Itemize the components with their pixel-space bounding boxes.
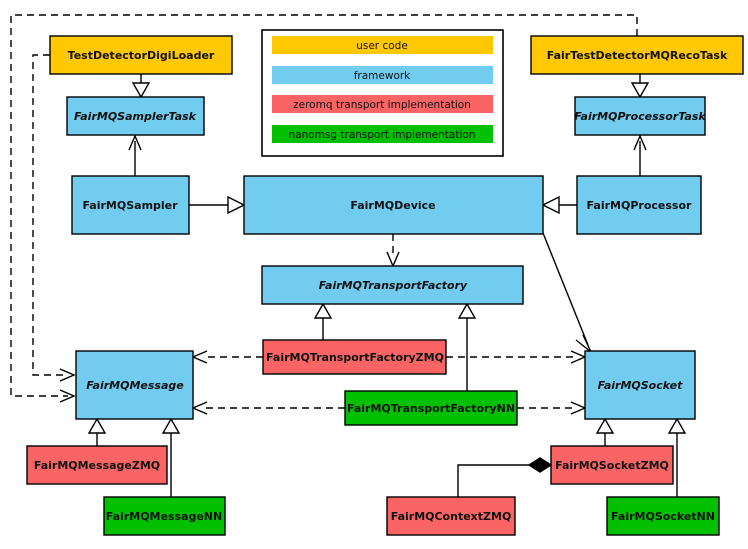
- node-box[interactable]: [262, 339, 447, 375]
- node-label-fairtestdetectormqrecotask: FairTestDetectorMQRecoTask: [547, 49, 728, 62]
- arrowhead-sampler-samplertask: [128, 134, 142, 151]
- triangle-factoryzmq-factory: [313, 302, 333, 319]
- legend-swatch-nanomsg: [272, 125, 493, 143]
- node-label-testdetectordigiloader: TestDetectorDigiLoader: [68, 49, 215, 62]
- node-box[interactable]: [49, 35, 233, 75]
- node-box[interactable]: [75, 350, 194, 420]
- triangle-socketnn-socket: [667, 417, 687, 434]
- arrowhead-digiloader-to-message: [59, 368, 76, 382]
- node-label-fairmqprocessor: FairMQProcessor: [587, 199, 692, 212]
- node-box[interactable]: [606, 496, 720, 536]
- node-label-fairmqcontextzmq: FairMQContextZMQ: [391, 510, 512, 523]
- arrowhead-recotask-to-message: [59, 389, 76, 403]
- legend: user code framework zeromq transport imp…: [261, 29, 504, 157]
- node-label-fairmqtransportfactory: FairMQTransportFactory: [319, 279, 468, 292]
- edge-device-socket: [542, 232, 589, 346]
- node-label-fairmqmessagenn: FairMQMessageNN: [106, 510, 222, 523]
- node-box[interactable]: [550, 445, 674, 485]
- node-FairMQSocket[interactable]: FairMQSocket: [584, 350, 696, 420]
- triangle-samplertask-digiloader: [131, 82, 151, 99]
- node-box[interactable]: [261, 265, 524, 305]
- node-FairMQTransportFactory[interactable]: FairMQTransportFactory: [261, 265, 524, 305]
- node-FairMQDevice[interactable]: FairMQDevice: [243, 175, 544, 235]
- node-label-fairmqmessage: FairMQMessage: [86, 379, 184, 392]
- node-label-fairmqmessagezmq: FairMQMessageZMQ: [34, 459, 160, 472]
- node-box[interactable]: [103, 496, 226, 536]
- node-label-fairmqsamplertask: FairMQSamplerTask: [74, 110, 197, 123]
- triangle-messagenn-message: [161, 417, 181, 434]
- node-FairMQContextZMQ[interactable]: FairMQContextZMQ: [386, 496, 516, 536]
- node-FairMQSocketNN[interactable]: FairMQSocketNN: [606, 496, 720, 536]
- node-FairMQTransportFactoryZMQ[interactable]: FairMQTransportFactoryZMQ: [262, 339, 447, 375]
- node-box[interactable]: [344, 390, 518, 426]
- arrowhead-processor-processortask: [633, 134, 647, 151]
- node-FairMQProcessorTask[interactable]: FairMQProcessorTask: [574, 96, 706, 136]
- node-label-fairmqsocket: FairMQSocket: [598, 379, 684, 392]
- triangle-processor-device: [541, 195, 560, 215]
- node-label-fairmqsocketnn: FairMQSocketNN: [611, 510, 715, 523]
- node-box[interactable]: [71, 175, 190, 235]
- edge-digiloader-to-message: [32, 54, 68, 376]
- legend-swatch-user-code: [272, 36, 493, 54]
- node-FairMQSocketZMQ[interactable]: FairMQSocketZMQ: [550, 445, 674, 485]
- edge-socketzmq-contextzmq: [457, 464, 534, 497]
- node-label-fairmqtransportfactorynn: FairMQTransportFactoryNN: [347, 402, 515, 415]
- node-box[interactable]: [386, 496, 516, 536]
- legend-label-framework: framework: [354, 70, 411, 82]
- triangle-factorynn-factory: [457, 302, 477, 319]
- triangle-sampler-device: [227, 195, 246, 215]
- node-FairMQMessageNN[interactable]: FairMQMessageNN: [103, 496, 226, 536]
- node-FairMQMessageZMQ[interactable]: FairMQMessageZMQ: [26, 445, 168, 485]
- node-FairMQProcessor[interactable]: FairMQProcessor: [576, 175, 702, 235]
- node-box[interactable]: [243, 175, 544, 235]
- triangle-socketzmq-socket: [595, 417, 615, 434]
- legend-swatch-zeromq: [272, 95, 493, 113]
- node-FairMQMessage[interactable]: FairMQMessage: [75, 350, 194, 420]
- node-box[interactable]: [66, 96, 205, 136]
- legend-label-zeromq: zeromq transport implementation: [293, 99, 471, 111]
- node-box[interactable]: [574, 96, 706, 136]
- node-label-fairmqprocessortask: FairMQProcessorTask: [574, 110, 706, 123]
- node-FairTestDetectorMQRecoTask[interactable]: FairTestDetectorMQRecoTask: [530, 35, 744, 75]
- edge-recotask-to-message: [10, 14, 638, 397]
- node-label-fairmqtransportfactoryzmq: FairMQTransportFactoryZMQ: [266, 351, 444, 364]
- node-box[interactable]: [576, 175, 702, 235]
- triangle-processortask-recotask: [630, 82, 650, 99]
- node-label-fairmqsocketzmq: FairMQSocketZMQ: [555, 459, 669, 472]
- node-box[interactable]: [26, 445, 168, 485]
- node-FairMQSampler[interactable]: FairMQSampler: [71, 175, 190, 235]
- node-FairMQSamplerTask[interactable]: FairMQSamplerTask: [66, 96, 205, 136]
- diamond-socketzmq-contextzmq: [527, 457, 553, 473]
- legend-label-user-code: user code: [356, 40, 408, 52]
- node-label-fairmqsampler: FairMQSampler: [82, 199, 178, 212]
- node-box[interactable]: [530, 35, 744, 75]
- legend-label-nanomsg: nanomsg transport implementation: [289, 129, 476, 141]
- node-label-fairmqdevice: FairMQDevice: [350, 199, 435, 212]
- node-box[interactable]: [584, 350, 696, 420]
- node-FairMQTransportFactoryNN[interactable]: FairMQTransportFactoryNN: [344, 390, 518, 426]
- triangle-messagezmq-message: [87, 417, 107, 434]
- legend-swatch-framework: [272, 66, 493, 84]
- node-TestDetectorDigiLoader[interactable]: TestDetectorDigiLoader: [49, 35, 233, 75]
